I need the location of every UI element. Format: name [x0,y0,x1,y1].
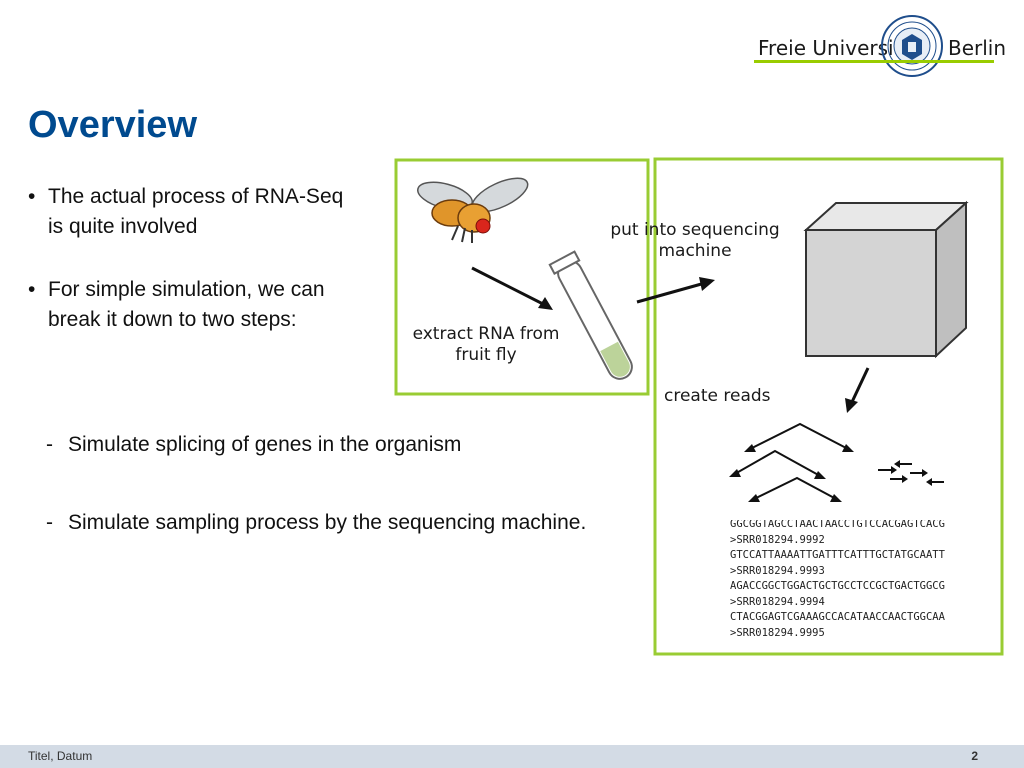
sequencing-machine-icon [803,200,969,359]
read-chevrons-icon [732,422,851,501]
university-logo: Freie Universität Berlin [754,14,1006,77]
bullet-item: • For simple simulation, we can break it… [28,275,358,335]
arrow-to-reads-icon [845,367,870,413]
sub-bullet-marker: - [46,433,53,456]
short-reads-icon [878,463,944,483]
fruit-fly-icon [417,177,529,243]
short-reads-arrowheads-icon [891,460,932,486]
bullet-marker: • [28,278,36,301]
caption-sequencing-machine: put into sequencing machine [610,220,780,261]
reads-panel: GGCGGTAGCCTAACTAACCTGTCCACGAGTCACG >SRR0… [725,520,995,640]
footer-title-date: Titel, Datum [28,749,93,763]
bullet-text: For simple simulation, we can break it d… [48,278,325,331]
footer-bar: Titel, Datum 2 [0,745,1024,768]
sub-bullet-text: Simulate sampling process by the sequenc… [68,511,587,534]
bullet-text: The actual process of RNA-Seq is quite i… [48,185,344,238]
logo-underline [754,60,994,63]
page-number: 2 [971,749,978,763]
fasta-reads-text: GGCGGTAGCCTAACTAACCTGTCCACGAGTCACG >SRR0… [730,520,945,639]
slide-title: Overview [28,104,197,146]
extraction-panel [394,158,650,396]
university-seal-icon [881,15,943,77]
arrow-to-tube-icon [471,266,553,310]
sub-bullet-marker: - [46,511,53,534]
read-arrowheads-icon [729,444,854,502]
sub-bullet-item: - Simulate sampling process by the seque… [46,508,606,538]
bullet-item: • The actual process of RNA-Seq is quite… [28,182,358,242]
bullet-list: • The actual process of RNA-Seq is quite… [28,182,358,368]
bullet-marker: • [28,185,36,208]
caption-extract-rna: extract RNA from fruit fly [412,324,560,365]
sub-bullet-item: - Simulate splicing of genes in the orga… [46,430,606,460]
sub-bullet-text: Simulate splicing of genes in the organi… [68,433,462,456]
arrow-to-machine-icon [636,277,715,304]
logo-text-right: Berlin [948,36,1007,60]
caption-create-reads: create reads [664,386,771,406]
test-tube-icon [548,250,633,380]
sequencing-panel [653,157,1004,656]
